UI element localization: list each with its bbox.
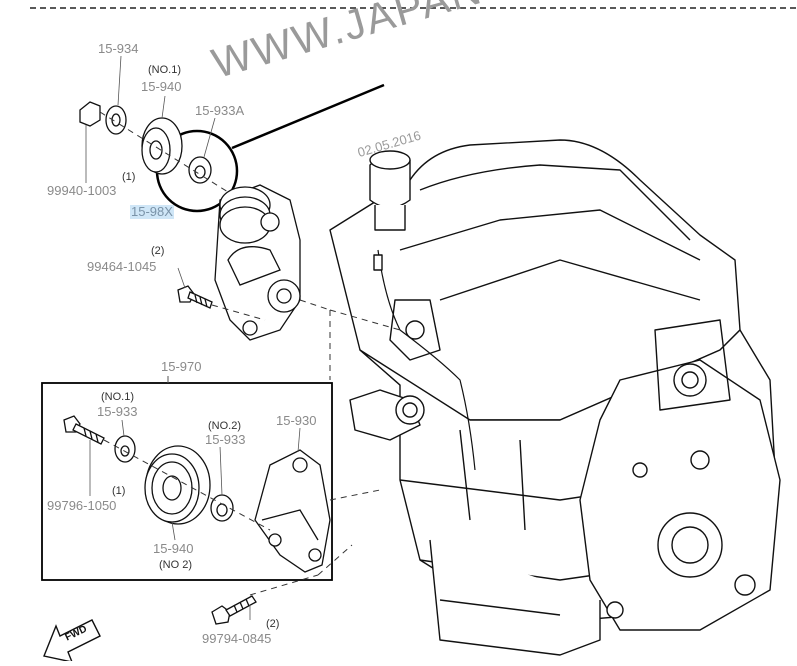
- nut-99940-1003: [79, 101, 101, 127]
- kit-components: [63, 415, 331, 573]
- label-15-970: 15-970: [160, 359, 203, 374]
- label-15-98X: 15-98X: [130, 204, 174, 219]
- bolt-99794-0845: [211, 595, 257, 625]
- label-15-934: 15-934: [97, 41, 140, 56]
- label-qty-1a: (1): [122, 171, 136, 183]
- label-qty-2a: (2): [151, 245, 165, 257]
- label-15-940-no2: 15-940: [152, 541, 195, 556]
- fwd-arrow-icon: [43, 619, 101, 663]
- kit-box-15-970: [41, 382, 333, 581]
- label-15-933A: 15-933A: [194, 103, 246, 118]
- kit-guides: [103, 439, 381, 596]
- label-15-940-no1-qualifier: (NO.1): [148, 64, 181, 76]
- engine-assembly: [329, 139, 781, 656]
- upper-guides: [99, 111, 401, 380]
- label-15-940-no2-qualifier: (NO 2): [159, 559, 192, 571]
- label-15-933-no2-qualifier: (NO.2): [208, 420, 241, 432]
- idler-pulley-15-940-no2: [144, 445, 211, 525]
- label-15-940-no1: 15-940: [140, 79, 183, 94]
- bracket-15-930: [254, 449, 331, 573]
- label-99794-0845: 99794-0845: [201, 631, 273, 646]
- label-15-933-no1: 15-933: [96, 404, 139, 419]
- label-15-930: 15-930: [275, 413, 318, 428]
- label-qty-1b: (1): [112, 485, 126, 497]
- label-15-933-no1-qualifier: (NO.1): [101, 391, 134, 403]
- upper-components: [79, 101, 301, 341]
- label-qty-2b: (2): [266, 618, 280, 630]
- label-15-933-no2: 15-933: [204, 432, 247, 447]
- bolt-99464-1045: [177, 285, 213, 309]
- bolt-99796-1050: [63, 415, 105, 445]
- label-99940-1003: 99940-1003: [46, 183, 118, 198]
- label-99796-1050: 99796-1050: [46, 498, 118, 513]
- leader-lines: [85, 55, 301, 620]
- tensioner-15-98X: [214, 184, 301, 341]
- label-99464-1045: 99464-1045: [86, 259, 158, 274]
